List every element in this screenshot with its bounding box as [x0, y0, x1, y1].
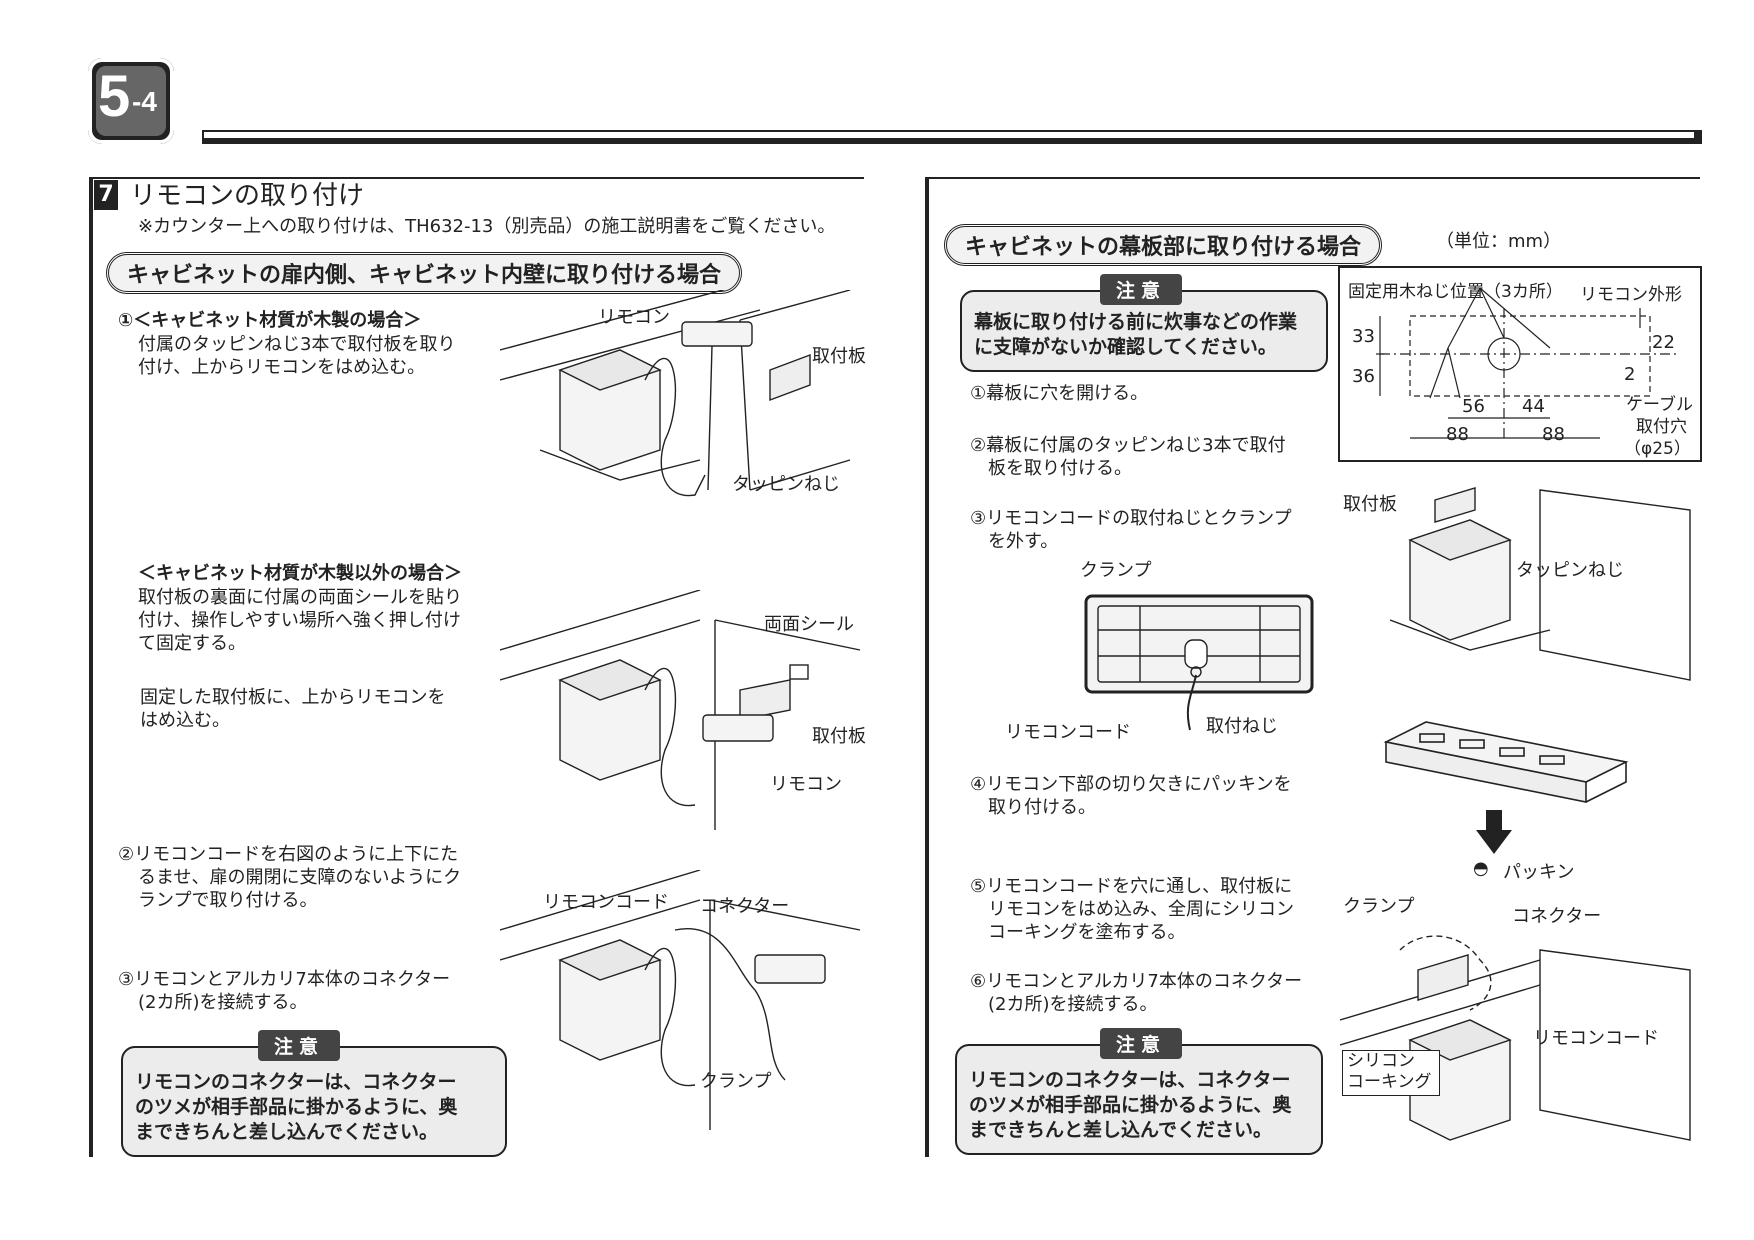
final-label-clamp: クランプ	[1343, 896, 1415, 917]
right-unit: （単位：mm）	[1436, 231, 1562, 252]
dim-88a: 88	[1446, 424, 1469, 445]
left-caution-box: リモコンのコネクターは、コネクター のツメが相手部品に掛かるように、奥 まできち…	[121, 1046, 507, 1157]
packing-figure	[1383, 721, 1629, 854]
left-column-rule	[89, 177, 93, 1157]
packing-icon: ◓	[1473, 858, 1489, 879]
right-column-top-rule	[925, 177, 1700, 179]
right-step5-line3: コーキングを塗布する。	[988, 922, 1186, 943]
left-step2-line1: ②リモコンコードを右図のように上下にた	[118, 844, 459, 865]
chapter-sub-number: -4	[132, 86, 157, 117]
final-label-cord: リモコンコード	[1533, 1028, 1659, 1049]
right-step4-line2: 取り付ける。	[988, 797, 1096, 818]
clamp-figure	[1084, 594, 1314, 731]
fig2-diagram	[500, 590, 861, 830]
left-alt-line1: 取付板の裏面に付属の両面シールを貼り	[138, 587, 462, 608]
dim-2: 2	[1624, 364, 1636, 385]
final-label-caulk1: シリコン	[1347, 1051, 1415, 1071]
left-step1-line2: 付け、上からリモコンをはめ込む。	[138, 357, 426, 378]
mount-label-plate: 取付板	[1343, 494, 1397, 515]
right-step2-line1: ②幕板に付属のタッピンねじ3本で取付	[970, 435, 1286, 456]
dim-36: 36	[1352, 366, 1375, 387]
right-step6-line2: (2カ所)を接続する。	[988, 994, 1158, 1015]
right-step4-line1: ④リモコン下部の切り欠きにパッキンを	[970, 774, 1292, 795]
section-number: 7	[94, 180, 118, 210]
dimension-drawing	[1376, 287, 1680, 439]
left-alt2-line2: はめ込む。	[140, 710, 230, 731]
left-step3-line2: (2カ所)を接続する。	[138, 992, 308, 1013]
right-heading: キャビネットの幕板部に取り付ける場合	[944, 224, 1383, 266]
right-caution2-line2: のツメが相手部品に掛かるように、奥	[969, 1094, 1292, 1116]
final-label-connector: コネクター	[1512, 906, 1602, 927]
left-column-top-rule	[89, 177, 864, 179]
left-step2-line3: ランプで取り付ける。	[138, 890, 318, 911]
section-title: リモコンの取り付け	[130, 181, 365, 211]
right-step5-line1: ⑤リモコンコードを穴に通し、取付板に	[970, 876, 1293, 897]
clamp-label-screw: 取付ねじ	[1206, 716, 1278, 737]
fig1-label-plate: 取付板	[812, 346, 866, 367]
right-step5-line2: リモコンをはめ込み、全周にシリコン	[988, 899, 1294, 920]
left-step1-line1: 付属のタッピンねじ3本で取付板を取り	[138, 334, 456, 355]
fig2-label-plate: 取付板	[812, 726, 866, 747]
dim-88b: 88	[1542, 424, 1565, 445]
fig3-diagram	[500, 870, 861, 1130]
right-step3-line2: を外す。	[988, 531, 1059, 552]
fig3-label-clamp: クランプ	[700, 1071, 772, 1092]
right-step2-line2: 板を取り付ける。	[988, 458, 1132, 479]
final-label-caulk2: コーキング	[1347, 1072, 1432, 1092]
left-heading: キャビネットの扉内側、キャビネット内壁に取り付ける場合	[106, 252, 743, 294]
chapter-number: 5	[98, 64, 131, 129]
left-step2-line2: るませ、扉の開閉に支障のないようにク	[138, 867, 462, 888]
dim-44: 44	[1522, 396, 1545, 417]
section-note: ※カウンター上への取り付けは、TH632-13（別売品）の施工説明書をご覧くださ…	[138, 216, 836, 237]
dim-22: 22	[1652, 332, 1675, 353]
left-alt-line3: て固定する。	[138, 633, 246, 654]
left-alt-title: ＜キャビネット材質が木製以外の場合＞	[138, 563, 462, 584]
dim-56: 56	[1462, 396, 1485, 417]
dim-outline: リモコン外形	[1580, 285, 1682, 305]
left-step1-title: ①＜キャビネット材質が木製の場合＞	[118, 310, 422, 331]
right-step6-line1: ⑥リモコンとアルカリ7本体のコネクター	[970, 971, 1303, 992]
header-rule	[202, 130, 1702, 144]
right-caution1-line2: に支障がないか確認してください。	[974, 336, 1277, 358]
final-caulk-box: シリコン コーキング	[1342, 1050, 1440, 1096]
left-caution-line3: まできちんと差し込んでください。	[135, 1121, 439, 1143]
chapter-badge: 5 -4	[88, 58, 174, 144]
fig3-label-cord: リモコンコード	[543, 892, 669, 913]
right-step3-line1: ③リモコンコードの取付ねじとクランプ	[970, 508, 1292, 529]
right-column-rule	[925, 177, 929, 1157]
right-caution1-tag: 注意	[1100, 274, 1183, 305]
right-caution2-tag: 注意	[1100, 1028, 1183, 1059]
dim-hole3: （φ25）	[1624, 439, 1691, 459]
fig1-label-remocon: リモコン	[598, 307, 670, 328]
left-caution-tag: 注意	[258, 1030, 341, 1061]
right-caution2-box: リモコンのコネクターは、コネクター のツメが相手部品に掛かるように、奥 まできち…	[955, 1044, 1323, 1155]
right-step1: ①幕板に穴を開ける。	[970, 383, 1149, 404]
fig1-label-screw: タッピンねじ	[732, 474, 840, 495]
left-step3-line1: ③リモコンとアルカリ7本体のコネクター	[118, 969, 451, 990]
left-caution-line1: リモコンのコネクターは、コネクター	[135, 1071, 457, 1093]
clamp-label-clamp: クランプ	[1080, 560, 1152, 581]
clamp-label-cord: リモコンコード	[1005, 722, 1131, 743]
dim-hole1: ケーブル	[1626, 395, 1693, 415]
left-alt2-line1: 固定した取付板に、上からリモコンを	[140, 687, 446, 708]
right-caution2-line1: リモコンのコネクターは、コネクター	[969, 1069, 1291, 1091]
fig2-label-remocon: リモコン	[770, 774, 842, 795]
mount-label-screw: タッピンねじ	[1516, 560, 1624, 581]
right-caution2-line3: まできちんと差し込んでください。	[969, 1119, 1273, 1141]
mount-figure	[1389, 487, 1691, 681]
dim-hole2: 取付穴	[1636, 417, 1687, 437]
right-caution1-line1: 幕板に取り付ける前に炊事などの作業	[974, 311, 1298, 333]
left-alt-line2: 付け、操作しやすい場所へ強く押し付け	[138, 610, 461, 631]
dim-screw-pos: 固定用木ねじ位置（3カ所）	[1348, 282, 1563, 302]
dim-33: 33	[1352, 326, 1375, 347]
packing-label: パッキン	[1503, 862, 1575, 883]
fig3-label-connector: コネクター	[700, 896, 790, 917]
left-caution-line2: のツメが相手部品に掛かるように、奥	[135, 1096, 458, 1118]
dimension-box	[1338, 266, 1702, 462]
fig1-diagram	[500, 290, 851, 497]
fig2-label-seal: 両面シール	[764, 614, 854, 635]
